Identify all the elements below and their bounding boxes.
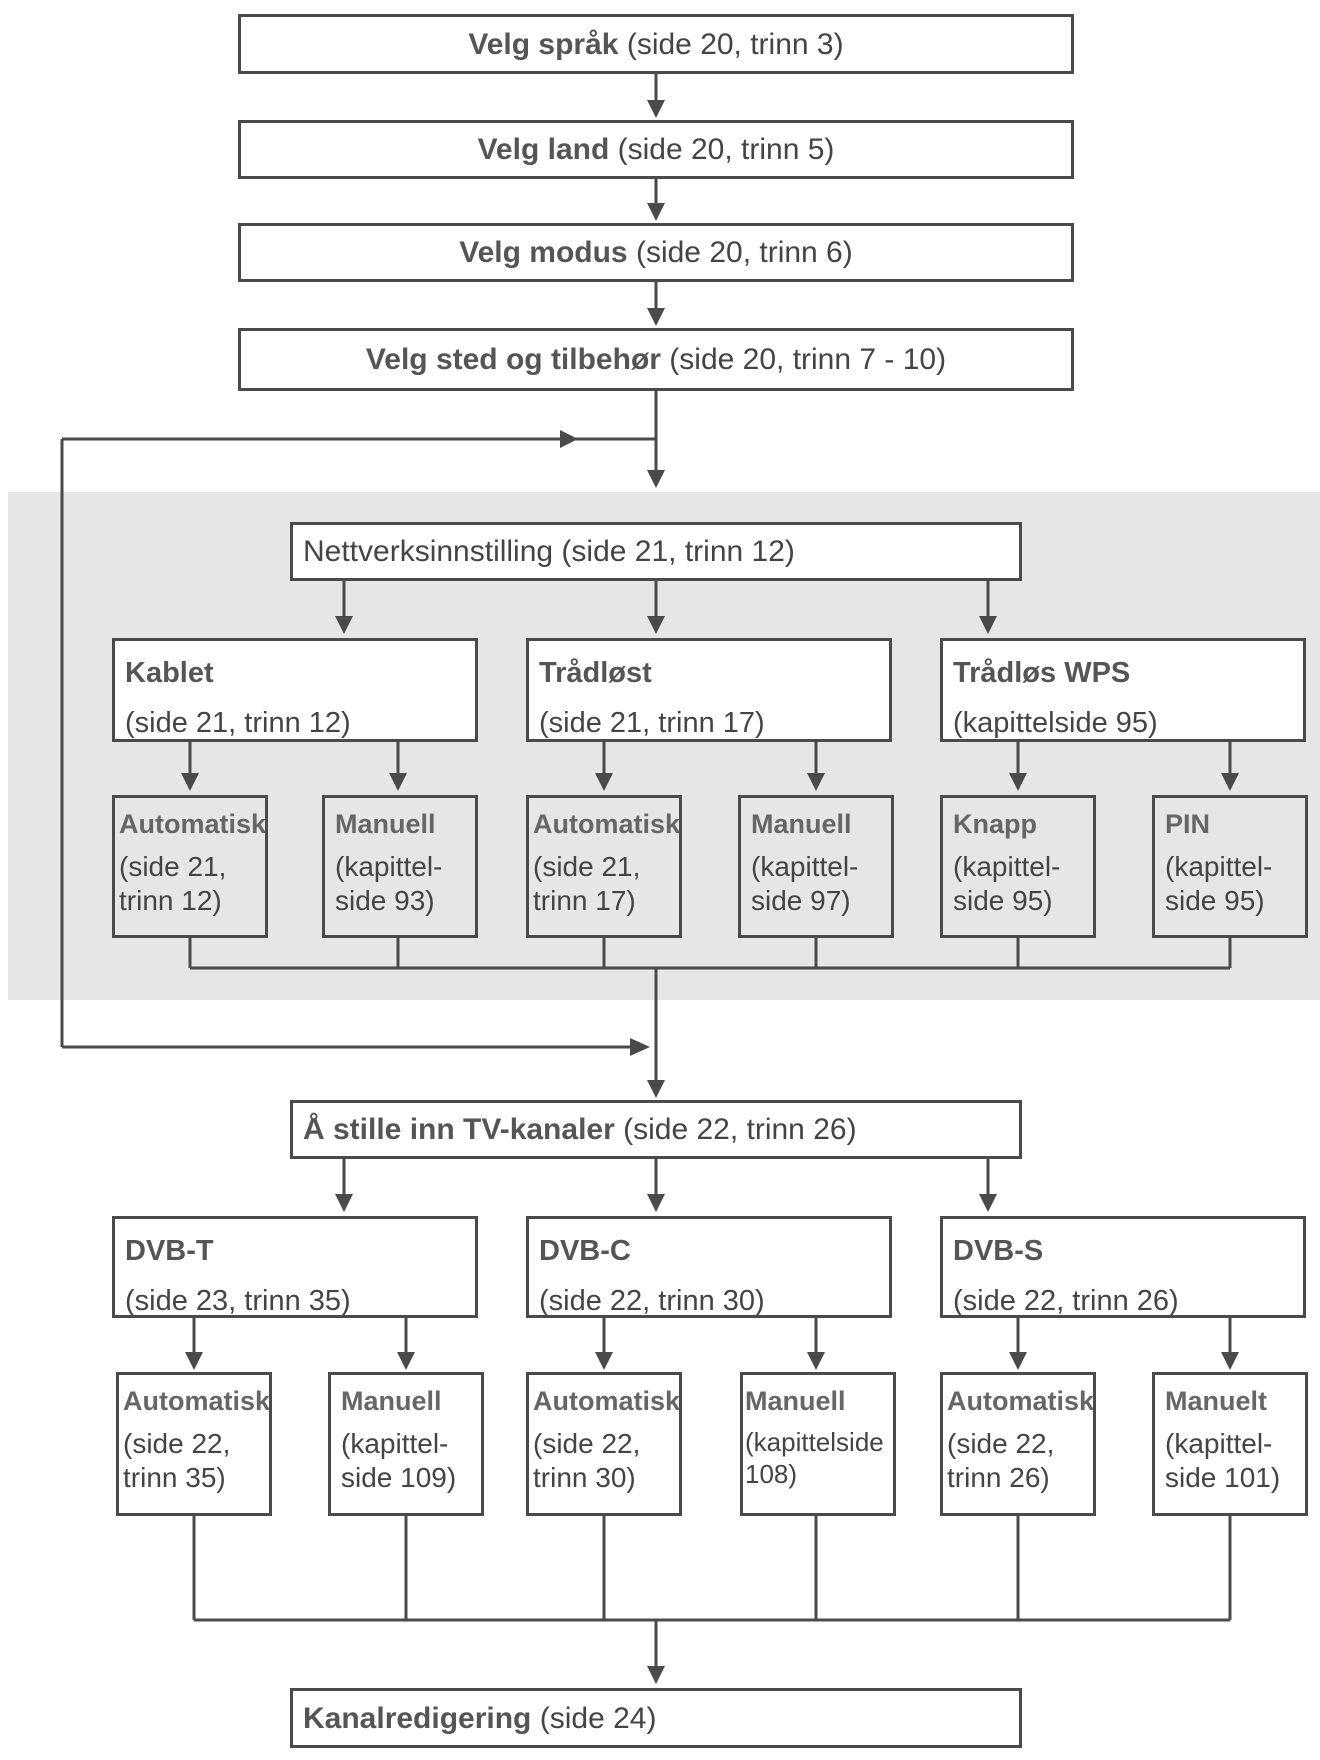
step-select-mode: Velg modus (side 20, trinn 6) xyxy=(238,223,1074,282)
step-select-country: Velg land (side 20, trinn 5) xyxy=(238,120,1074,179)
group-wireless: Trådløst (side 21, trinn 17) xyxy=(526,638,892,742)
option-ref: (kapittel- side 101) xyxy=(1165,1428,1281,1493)
option-name: Automatisk xyxy=(947,1386,1095,1416)
option-ref: (kapittel- side 97) xyxy=(751,851,859,916)
option-name: Automatisk xyxy=(533,1386,681,1416)
dvb-t-automatic: Automatisk (side 22, trinn 35) xyxy=(116,1372,272,1516)
option-name: Knapp xyxy=(953,809,1037,839)
tv-channels-ref: (side 22, trinn 26) xyxy=(623,1113,857,1146)
option-ref: (side 22, trinn 26) xyxy=(947,1428,1055,1493)
group-name: Trådløs WPS xyxy=(953,657,1131,689)
option-ref: (kapittel- side 109) xyxy=(341,1428,457,1493)
step-ref: (side 20, trinn 6) xyxy=(635,236,853,269)
group-ref: (side 21, trinn 17) xyxy=(539,706,765,739)
step-ref: (side 20, trinn 5) xyxy=(617,133,835,166)
step-label: Velg språk xyxy=(468,27,619,61)
channel-editing-label: Kanalredigering xyxy=(303,1701,532,1735)
option-name: Automatisk xyxy=(533,809,681,839)
wireless-automatic: Automatisk (side 21, trinn 17) xyxy=(526,795,682,938)
wireless-manual: Manuell (kapittel- side 97) xyxy=(738,795,894,938)
option-name: Automatisk xyxy=(119,809,267,839)
step-select-location: Velg sted og tilbehør (side 20, trinn 7 … xyxy=(238,328,1074,391)
network-settings-box: Nettverksinnstilling (side 21, trinn 12) xyxy=(290,522,1022,581)
step-ref: (side 20, trinn 7 - 10) xyxy=(669,343,947,376)
option-name: Manuell xyxy=(745,1386,846,1416)
option-name: Manuell xyxy=(751,809,852,839)
group-ref: (side 21, trinn 12) xyxy=(125,706,351,739)
dvb-t-manual: Manuell (kapittel- side 109) xyxy=(328,1372,484,1516)
group-name: Kablet xyxy=(125,657,214,689)
dvb-s-manual: Manuelt (kapittel- side 101) xyxy=(1152,1372,1308,1516)
wps-pin: PIN (kapittel- side 95) xyxy=(1152,795,1308,938)
group-name: DVB-S xyxy=(953,1235,1044,1267)
option-name: Manuell xyxy=(341,1386,442,1416)
group-wired: Kablet (side 21, trinn 12) xyxy=(112,638,478,742)
tv-channels-box: Å stille inn TV-kanaler (side 22, trinn … xyxy=(290,1100,1022,1159)
tv-channels-label: Å stille inn TV-kanaler xyxy=(303,1113,615,1146)
step-label: Velg modus xyxy=(459,236,628,269)
option-ref: (kapittelside 108) xyxy=(745,1427,884,1489)
dvb-c-automatic: Automatisk (side 22, trinn 30) xyxy=(526,1372,682,1516)
group-ref: (kapittelside 95) xyxy=(953,706,1158,739)
option-name: Manuell xyxy=(335,809,436,839)
dvb-c-manual: Manuell (kapittelside 108) xyxy=(740,1372,896,1516)
group-name: DVB-T xyxy=(125,1235,214,1267)
group-dvb-s: DVB-S (side 22, trinn 26) xyxy=(940,1216,1306,1318)
step-label: Velg sted og tilbehør xyxy=(365,343,661,376)
wired-automatic: Automatisk (side 21, trinn 12) xyxy=(112,795,268,938)
group-dvb-t: DVB-T (side 23, trinn 35) xyxy=(112,1216,478,1318)
network-settings-label: Nettverksinnstilling (side 21, trinn 12) xyxy=(303,535,795,568)
step-ref: (side 20, trinn 3) xyxy=(626,27,844,61)
option-ref: (kapittel- side 95) xyxy=(953,851,1061,916)
group-wireless-wps: Trådløs WPS (kapittelside 95) xyxy=(940,638,1306,742)
group-name: Trådløst xyxy=(539,657,652,689)
option-name: Automatisk xyxy=(123,1386,271,1416)
option-name: PIN xyxy=(1165,809,1211,839)
option-ref: (side 22, trinn 35) xyxy=(123,1428,231,1493)
option-ref: (kapittel- side 95) xyxy=(1165,851,1273,916)
group-name: DVB-C xyxy=(539,1235,631,1267)
step-select-language: Velg språk (side 20, trinn 3) xyxy=(238,14,1074,74)
option-ref: (side 21, trinn 12) xyxy=(119,851,227,916)
option-ref: (kapittel- side 93) xyxy=(335,851,443,916)
group-dvb-c: DVB-C (side 22, trinn 30) xyxy=(526,1216,892,1318)
option-ref: (side 22, trinn 30) xyxy=(533,1428,641,1493)
group-ref: (side 22, trinn 30) xyxy=(539,1284,765,1317)
option-name: Manuelt xyxy=(1165,1386,1268,1416)
wired-manual: Manuell (kapittel- side 93) xyxy=(322,795,478,938)
channel-editing-box: Kanalredigering (side 24) xyxy=(290,1688,1022,1748)
option-ref: (side 21, trinn 17) xyxy=(533,851,641,916)
wps-button: Knapp (kapittel- side 95) xyxy=(940,795,1096,938)
group-ref: (side 22, trinn 26) xyxy=(953,1284,1179,1317)
group-ref: (side 23, trinn 35) xyxy=(125,1284,351,1317)
step-label: Velg land xyxy=(477,133,610,166)
dvb-s-automatic: Automatisk (side 22, trinn 26) xyxy=(940,1372,1096,1516)
channel-editing-ref: (side 24) xyxy=(539,1701,657,1735)
